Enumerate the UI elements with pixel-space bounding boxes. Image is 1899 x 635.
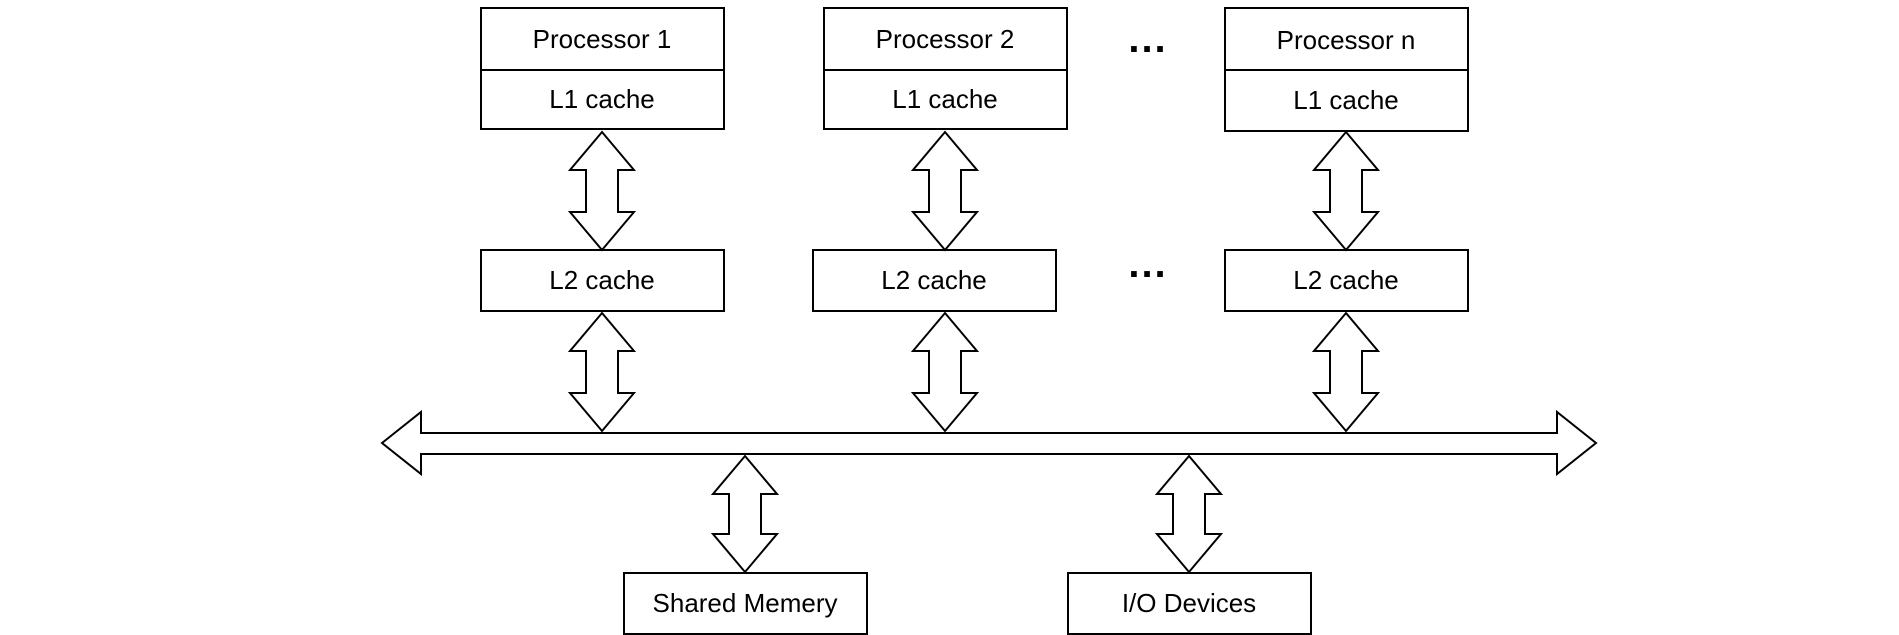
arrow-l1-l2-1 [567,130,637,252]
arrow-l1-l2-2 [910,130,980,252]
arrow-l2-bus-2 [910,311,980,433]
processor-1-label: Processor 1 [533,24,672,54]
processor-n-block: Processor n L1 cache [1224,7,1469,132]
processor-2-l1-box [823,69,1068,130]
processor-2-l1-label: L1 cache [892,84,998,114]
arrow-bus-memory [710,454,780,574]
processor-2-label: Processor 2 [876,24,1015,54]
io-devices-box [1067,572,1312,635]
processor-1-box [480,7,725,71]
processor-1-l1-label: L1 cache [549,84,655,114]
processor-n-label: Processor n [1277,25,1416,55]
arrow-l2-bus-1 [567,311,637,433]
processor-1-block: Processor 1 L1 cache [480,7,725,130]
arrow-l2-bus-n [1311,311,1381,433]
l2-cache-n-box [1224,249,1469,312]
l2-cache-1-label: L2 cache [549,265,655,295]
ellipsis-processors: ... [1128,17,1167,61]
shared-memory-label: Shared Memery [653,588,838,618]
l2-cache-1-box [480,249,725,312]
processor-n-l1-box [1224,69,1469,132]
l2-cache-2-box [812,249,1057,312]
processor-1-l1-box [480,69,725,130]
arrow-l1-l2-n [1311,130,1381,252]
system-bus-arrow [380,409,1598,477]
processor-2-block: Processor 2 L1 cache [823,7,1068,130]
io-devices-label: I/O Devices [1122,588,1256,618]
processor-2-box [823,7,1068,71]
l2-cache-n-label: L2 cache [1293,265,1399,295]
ellipsis-l2: ... [1128,242,1167,286]
arrow-bus-io [1154,454,1224,574]
processor-n-l1-label: L1 cache [1293,85,1399,115]
l2-cache-2-label: L2 cache [881,265,987,295]
shared-memory-box [623,572,868,635]
